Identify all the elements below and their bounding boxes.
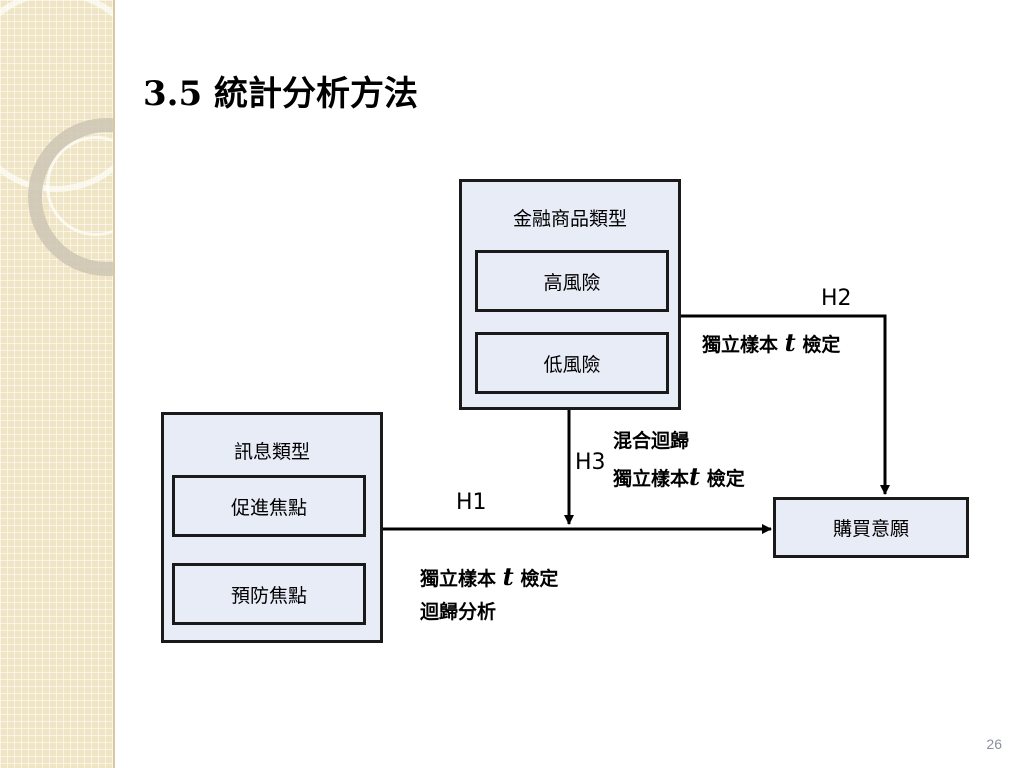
- purchase-intention-box: 購買意願: [773, 497, 969, 558]
- prevention-focus-box: 預防焦點: [172, 563, 366, 625]
- decorative-sidebar: [0, 0, 113, 768]
- h1-method-prefix: 獨立樣本: [420, 568, 497, 590]
- h2-method-suffix: 檢定: [802, 334, 841, 356]
- sidebar-divider: [113, 0, 115, 768]
- h3-label: H3: [575, 450, 606, 475]
- h2-method-t: t: [784, 328, 796, 357]
- h2-method-prefix: 獨立樣本: [702, 334, 779, 356]
- promotion-focus-box: 促進焦點: [172, 475, 366, 537]
- h3-method-suffix: 檢定: [706, 468, 745, 490]
- h1-method-t: t: [502, 562, 514, 591]
- h3-method-line2: 獨立樣本t 檢定: [613, 462, 745, 491]
- low-risk-box: 低風險: [475, 332, 669, 394]
- h3-method-t: t: [689, 462, 701, 491]
- financial-product-type-heading: 金融商品類型: [512, 208, 627, 230]
- message-type-heading: 訊息類型: [233, 441, 310, 463]
- h2-label: H2: [821, 286, 852, 311]
- financial-product-type-box: 金融商品類型 高風險 低風險: [459, 179, 681, 410]
- slide-title: 3.5 統計分析方法: [143, 74, 418, 114]
- h1-method-suffix: 檢定: [520, 568, 559, 590]
- high-risk-box: 高風險: [475, 250, 669, 312]
- h3-method-line1: 混合迴歸: [613, 430, 690, 452]
- message-type-box: 訊息類型 促進焦點 預防焦點: [161, 412, 383, 643]
- h2-method: 獨立樣本 t 檢定: [702, 328, 840, 357]
- page-number: 26: [986, 736, 1002, 752]
- h2-arrow: [679, 314, 890, 495]
- h1-label: H1: [456, 490, 487, 515]
- h3-method-prefix: 獨立樣本: [613, 468, 690, 490]
- h1-method-line1: 獨立樣本 t 檢定: [420, 562, 558, 591]
- h1-method-line2: 迴歸分析: [420, 601, 497, 623]
